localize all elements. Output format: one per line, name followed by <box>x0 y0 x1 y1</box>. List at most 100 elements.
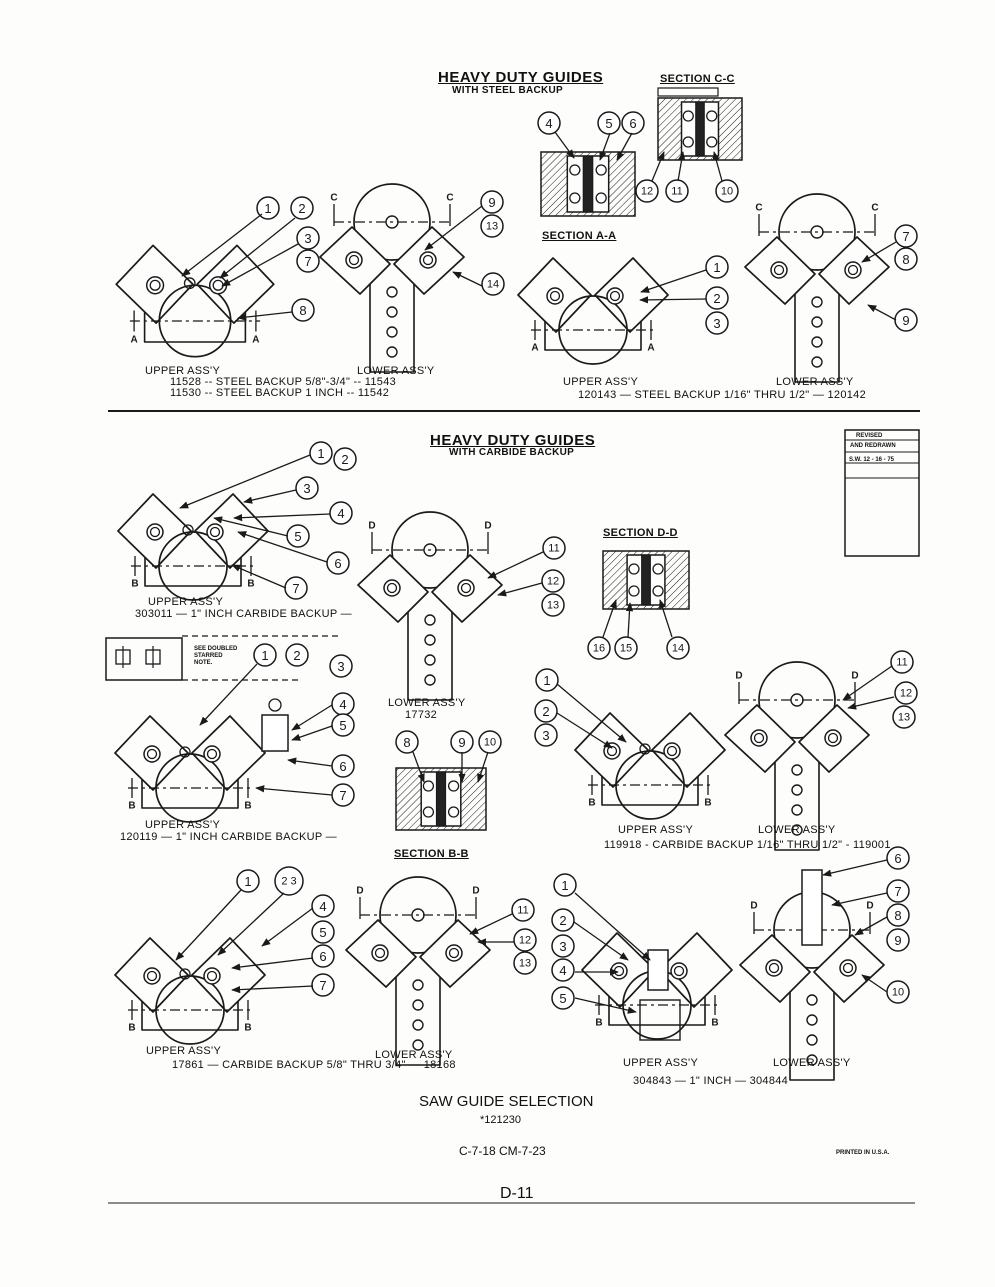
top-left-line1: 11528 -- STEEL BACKUP 5/8"-3/4" -- 11543 <box>170 376 397 388</box>
bolt-outer <box>663 742 681 760</box>
leader-9 <box>424 205 483 251</box>
callout-bubble <box>309 441 333 465</box>
leader-14 <box>452 271 483 287</box>
assembly-a-upper-label: UPPER ASS'Y <box>148 596 224 608</box>
bolt-inner <box>149 279 161 291</box>
callout-bubble <box>311 894 335 918</box>
callout-number: 8 <box>894 908 901 923</box>
note-line-1: SEE DOUBLED <box>194 646 238 652</box>
callout-number: 7 <box>894 884 901 899</box>
callout-number: 12 <box>900 688 912 700</box>
callout-number: 10 <box>721 186 733 198</box>
callout-number: 3 <box>337 659 344 674</box>
callout-bubble <box>635 179 659 203</box>
top-title: HEAVY DUTY GUIDES <box>438 69 604 86</box>
bolt-outer <box>824 729 842 747</box>
leader-g7 <box>831 892 888 907</box>
upper-carbide-post <box>801 869 823 946</box>
callout-number: 12 <box>519 935 531 947</box>
section-letter: B <box>244 801 251 812</box>
callout-number: 7 <box>339 788 346 803</box>
bolt-outer <box>371 944 389 962</box>
section-letter: B <box>131 579 138 590</box>
right-guide-block <box>191 937 266 1013</box>
section-letter: C <box>446 193 453 204</box>
lower-stem <box>789 980 835 1081</box>
callout-number: 11 <box>517 905 528 917</box>
assembly-f-line: 17861 — CARBIDE BACKUP 5/8" THRU 3/4" — … <box>172 1059 456 1071</box>
lower-wheel-circle <box>379 876 457 954</box>
callout-number: 1 <box>244 874 251 889</box>
section-cc-label: SECTION C-C <box>660 73 735 85</box>
callout-bubble <box>886 928 910 952</box>
callout-bubble <box>296 226 320 250</box>
callout-bubble <box>285 643 309 667</box>
lower-wheel-circle <box>778 193 856 271</box>
callout-number: 8 <box>403 735 410 750</box>
leader-7b <box>861 241 897 263</box>
stem-hole <box>791 764 803 776</box>
callout-number: 12 <box>547 576 559 588</box>
callout-number: 6 <box>319 949 326 964</box>
leader-1 <box>181 213 263 277</box>
bolt-outer <box>610 962 628 980</box>
callout-bubble <box>886 903 910 927</box>
callout-number: 10 <box>484 737 496 749</box>
top-right-line: 120143 — STEEL BACKUP 1/16" THRU 1/2" — … <box>578 389 866 401</box>
bearing-ball <box>706 110 718 122</box>
bolt-inner <box>847 264 859 276</box>
callout-number: 6 <box>334 556 341 571</box>
callout-number: 1 <box>543 673 550 688</box>
leader-b7 <box>255 785 333 796</box>
bolt-outer <box>603 742 621 760</box>
bolt-inner <box>768 962 780 974</box>
leader-14 <box>659 599 673 638</box>
callout-number: 1 <box>261 648 268 663</box>
section-letter: C <box>755 203 762 214</box>
callout-number: 7 <box>292 581 299 596</box>
callout-number: 10 <box>892 987 904 999</box>
callout-bubble <box>542 536 566 560</box>
leader-8 <box>237 311 293 321</box>
section-letter: D <box>851 671 858 682</box>
lower-wheel-circle <box>353 183 431 261</box>
callout-bubble <box>665 179 689 203</box>
lower-wheel-circle <box>758 661 836 739</box>
callout-bubble <box>291 298 315 322</box>
bolt-inner <box>673 965 685 977</box>
callout-bubble <box>541 569 565 593</box>
callout-bubble <box>894 681 918 705</box>
lower-wheel-circle <box>391 511 469 589</box>
callout-bubble <box>587 636 611 660</box>
callout-bubble <box>256 196 280 220</box>
stem-hole <box>791 784 803 796</box>
right-guide-block <box>191 715 266 791</box>
callout-number: 4 <box>545 116 552 131</box>
revised-line-1: REVISED <box>856 433 883 439</box>
section-letter: C <box>871 203 878 214</box>
stem-hole <box>791 824 803 836</box>
revised-line-3: S.W. 12 - 16 - 75 <box>849 457 895 463</box>
callout-bubble <box>537 111 561 135</box>
callout-number: 9 <box>902 313 909 328</box>
callout-number: 8 <box>902 252 909 267</box>
callout-bubble <box>534 699 558 723</box>
callout-number: 3 <box>304 231 311 246</box>
leader-16 <box>602 599 617 638</box>
section-letter: B <box>704 798 711 809</box>
callout-bubble <box>705 255 729 279</box>
bolt-outer <box>143 967 161 985</box>
callout-bubble <box>886 846 910 870</box>
leader-a1 <box>179 454 311 509</box>
bolt-inner <box>609 290 621 302</box>
leader-9b <box>867 304 897 321</box>
callout-number: 13 <box>898 712 910 724</box>
section-letter: B <box>711 1018 718 1029</box>
callout-bubble <box>290 196 314 220</box>
bolt-outer <box>606 287 624 305</box>
callout-bubble <box>551 986 575 1010</box>
top-left-upper-label: UPPER ASS'Y <box>145 365 221 377</box>
stem-hole <box>412 1039 424 1051</box>
